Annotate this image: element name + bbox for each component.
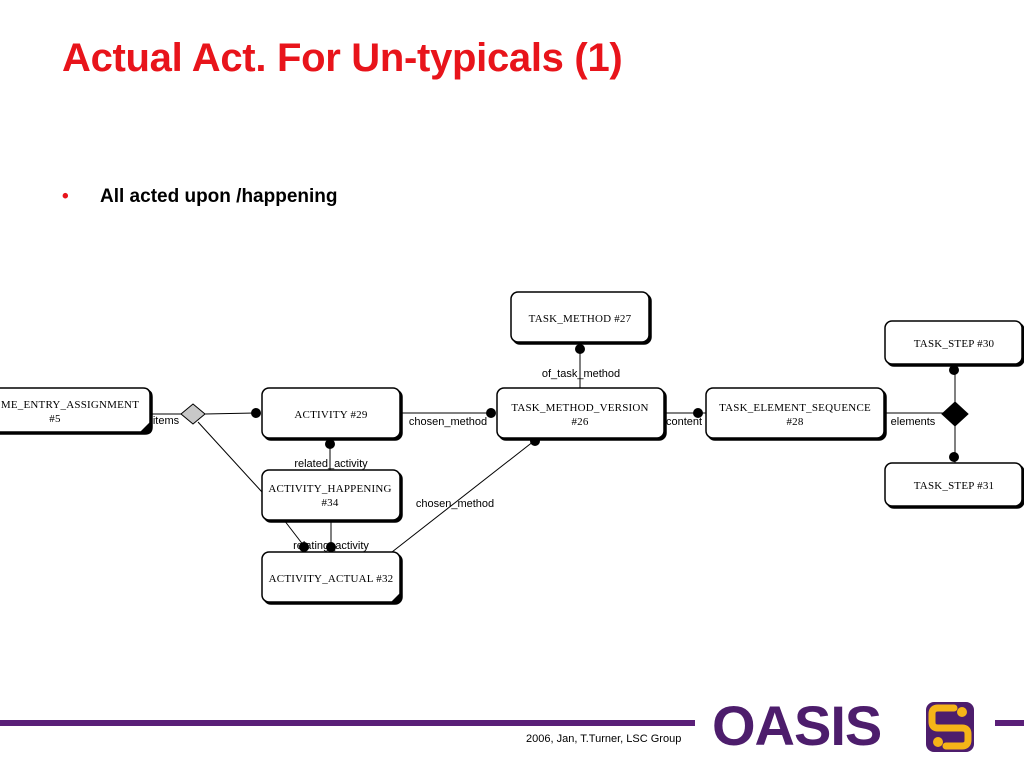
entity-schedule-entry-assignment[interactable]: ME_ENTRY_ASSIGNMENT #5	[0, 387, 151, 433]
entity-activity-actual-32[interactable]: ACTIVITY_ACTUAL #32	[261, 551, 401, 603]
items-diamond	[180, 403, 206, 425]
endpoint-dot	[325, 439, 335, 449]
entity-task-step-30-name: TASK_STEP #30	[914, 338, 995, 350]
entity-task-element-sequence-28[interactable]: TASK_ELEMENT_SEQUENCE #28	[705, 387, 885, 439]
edge-label-of-task-method: of_task_method	[542, 368, 620, 380]
oasis-emblem-icon	[926, 702, 974, 752]
bullet-marker: •	[62, 186, 69, 207]
endpoint-dot	[251, 408, 261, 418]
endpoint-dot	[949, 452, 959, 462]
bullet-text: All acted upon /happening	[100, 186, 338, 207]
entity-task-method-27-name: TASK_METHOD #27	[529, 313, 632, 325]
edge-label-content: content	[666, 416, 702, 428]
footer-credit: 2006, Jan, T.Turner, LSC Group	[526, 733, 682, 745]
entity-task-step-31[interactable]: TASK_STEP #31	[884, 462, 1023, 507]
entity-task-element-sequence-28-id: #28	[786, 416, 803, 428]
endpoint-dot	[575, 344, 585, 354]
edge-label-related-activity: related_activity	[294, 458, 368, 470]
edge-items-to-activity	[204, 412, 258, 415]
endpoint-dot	[326, 542, 336, 552]
entity-schedule-entry-assignment-name: ME_ENTRY_ASSIGNMENT	[1, 399, 139, 411]
slide-title: Actual Act. For Un-typicals (1)	[62, 36, 623, 80]
edge-happening-to-actual-left	[283, 519, 305, 547]
entity-task-step-30[interactable]: TASK_STEP #30	[884, 320, 1023, 365]
entity-task-step-31-name: TASK_STEP #31	[914, 480, 994, 492]
edge-label-items: items	[153, 415, 180, 427]
edge-items-to-happening	[197, 421, 263, 493]
endpoint-dot	[693, 408, 703, 418]
edge-label-chosen-method-1: chosen_method	[409, 416, 487, 428]
endpoint-dot	[299, 542, 309, 552]
entity-task-method-version-26-name: TASK_METHOD_VERSION	[511, 402, 648, 414]
entity-activity-happening-34-name: ACTIVITY_HAPPENING	[268, 483, 391, 495]
edge-label-elements: elements	[891, 416, 936, 428]
entity-activity-happening-34-id: #34	[321, 497, 338, 509]
entity-activity-29[interactable]: ACTIVITY #29	[261, 387, 401, 439]
elements-diamond	[941, 401, 969, 427]
edge-label-relating-activity: relating_activity	[293, 540, 369, 552]
endpoint-dot	[949, 365, 959, 375]
footer-bar-left	[0, 720, 695, 726]
oasis-logo-text: OASIS	[712, 694, 882, 757]
entity-schedule-entry-assignment-id: #5	[49, 413, 61, 425]
footer-bar-right	[995, 720, 1024, 726]
edge-label-chosen-method-2: chosen_method	[416, 498, 494, 510]
oasis-logo: OASIS	[712, 696, 974, 756]
entity-task-method-version-26-id: #26	[571, 416, 588, 428]
bullet-item: • All acted upon /happening	[62, 186, 338, 208]
endpoint-dot	[486, 408, 496, 418]
entity-task-method-version-26[interactable]: TASK_METHOD_VERSION #26	[496, 387, 665, 439]
entity-activity-happening-34[interactable]: ACTIVITY_HAPPENING #34	[261, 469, 401, 521]
edge-actual-to-method-version	[391, 440, 535, 553]
entity-activity-29-name: ACTIVITY #29	[294, 409, 367, 421]
entity-task-method-27[interactable]: TASK_METHOD #27	[510, 291, 650, 343]
entity-activity-actual-32-name: ACTIVITY_ACTUAL #32	[269, 573, 394, 585]
entity-task-element-sequence-28-name: TASK_ELEMENT_SEQUENCE	[719, 402, 871, 414]
